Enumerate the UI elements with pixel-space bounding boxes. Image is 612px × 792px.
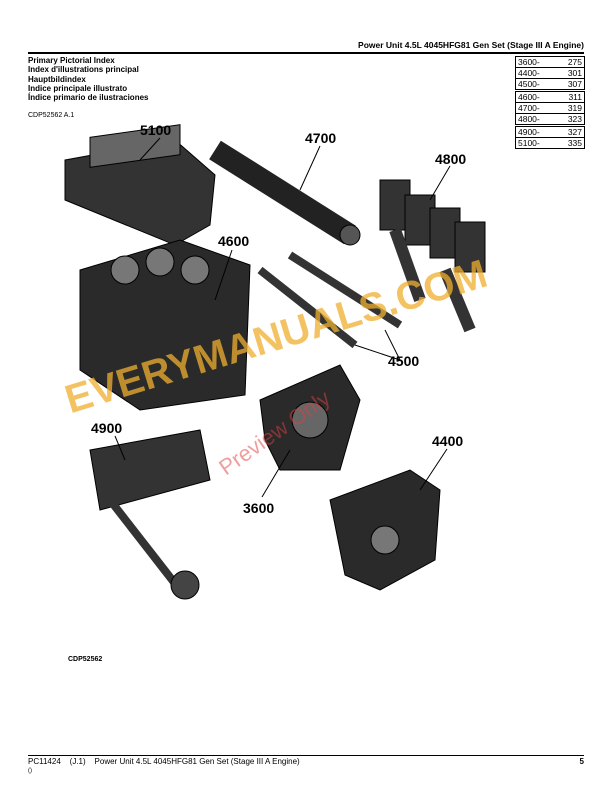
- index-title-fr: Index d'illustrations principal: [28, 65, 139, 75]
- index-group-number: 4700-: [518, 103, 540, 113]
- front-plate-4400: [329, 469, 441, 591]
- index-group-number: 4500-: [518, 79, 540, 89]
- index-group-number: 4400-: [518, 68, 540, 78]
- camshaft-4500: [257, 251, 403, 349]
- callout-4900: 4900: [91, 420, 123, 436]
- figure-id: CDP52562: [68, 656, 103, 663]
- index-title-it: Indice principale illustrato: [28, 83, 128, 93]
- index-title-de: Hauptbildindex: [28, 74, 86, 84]
- index-title-es: Índice primario de ilustraciones: [28, 93, 149, 103]
- cylinder-block-4600: [79, 239, 251, 411]
- index-page-number: 311: [568, 92, 582, 102]
- cylinder-head-5100: [64, 124, 216, 246]
- index-title-en: Primary Pictorial Index: [28, 56, 115, 65]
- index-page-number: 307: [567, 79, 582, 89]
- index-group-number: 5100-: [518, 138, 540, 148]
- index-row[interactable]: 4700- 319: [516, 103, 584, 114]
- index-group-number: 4900-: [518, 127, 540, 137]
- figure-reference: CDP52562 A.1: [28, 112, 75, 119]
- page-number: 5: [579, 757, 584, 766]
- valve-train-4900: [89, 429, 211, 600]
- callout-4700: 4700: [305, 130, 337, 146]
- footer-rule: [28, 755, 584, 756]
- footer-text: PC11424 (J.1) Power Unit 4.5L 4045HFG81 …: [28, 757, 300, 766]
- callout-4600: 4600: [218, 233, 250, 249]
- document-title: Power Unit 4.5L 4045HFG81 Gen Set (Stage…: [358, 40, 584, 50]
- index-table: 3600- 275 4400- 301 4500- 307 4600- 311 4700- 319…: [515, 56, 585, 150]
- pistons-4800: [379, 179, 486, 333]
- index-group: 4900- 327 5100- 335: [515, 126, 585, 149]
- index-row[interactable]: 4600- 311: [516, 92, 584, 103]
- callout-4800: 4800: [435, 151, 467, 167]
- index-row[interactable]: 4400- 301: [516, 68, 584, 79]
- index-page-number: 323: [567, 114, 582, 124]
- index-row[interactable]: 5100- 335: [516, 138, 584, 148]
- index-row[interactable]: 4800- 323: [516, 114, 584, 124]
- callout-4500: 4500: [388, 353, 420, 369]
- index-group-number: 4800-: [518, 114, 540, 124]
- timing-gear-housing-3600: [259, 364, 361, 471]
- index-page-number: 301: [567, 68, 582, 78]
- index-row[interactable]: 4900- 327: [516, 127, 584, 138]
- index-page-number: 275: [567, 57, 582, 67]
- header-rule: [28, 52, 584, 54]
- index-page-number: 327: [567, 127, 582, 137]
- callout-3600: 3600: [243, 500, 275, 516]
- index-row[interactable]: 4500- 307: [516, 79, 584, 89]
- callout-5100: 5100: [140, 122, 172, 138]
- index-page-number: 335: [567, 138, 582, 148]
- footer-sub: (): [28, 768, 32, 774]
- index-row[interactable]: 3600- 275: [516, 57, 584, 68]
- index-titles: Primary Pictorial Index Index d'illustra…: [28, 56, 148, 102]
- index-group-number: 4600-: [518, 92, 540, 102]
- crankshaft-4700: [209, 140, 361, 246]
- index-group: 3600- 275 4400- 301 4500- 307: [515, 56, 585, 90]
- callout-4400: 4400: [432, 433, 464, 449]
- index-group-number: 3600-: [518, 57, 540, 67]
- index-group: 4600- 311 4700- 319 4800- 323: [515, 91, 585, 125]
- index-page-number: 319: [567, 103, 582, 113]
